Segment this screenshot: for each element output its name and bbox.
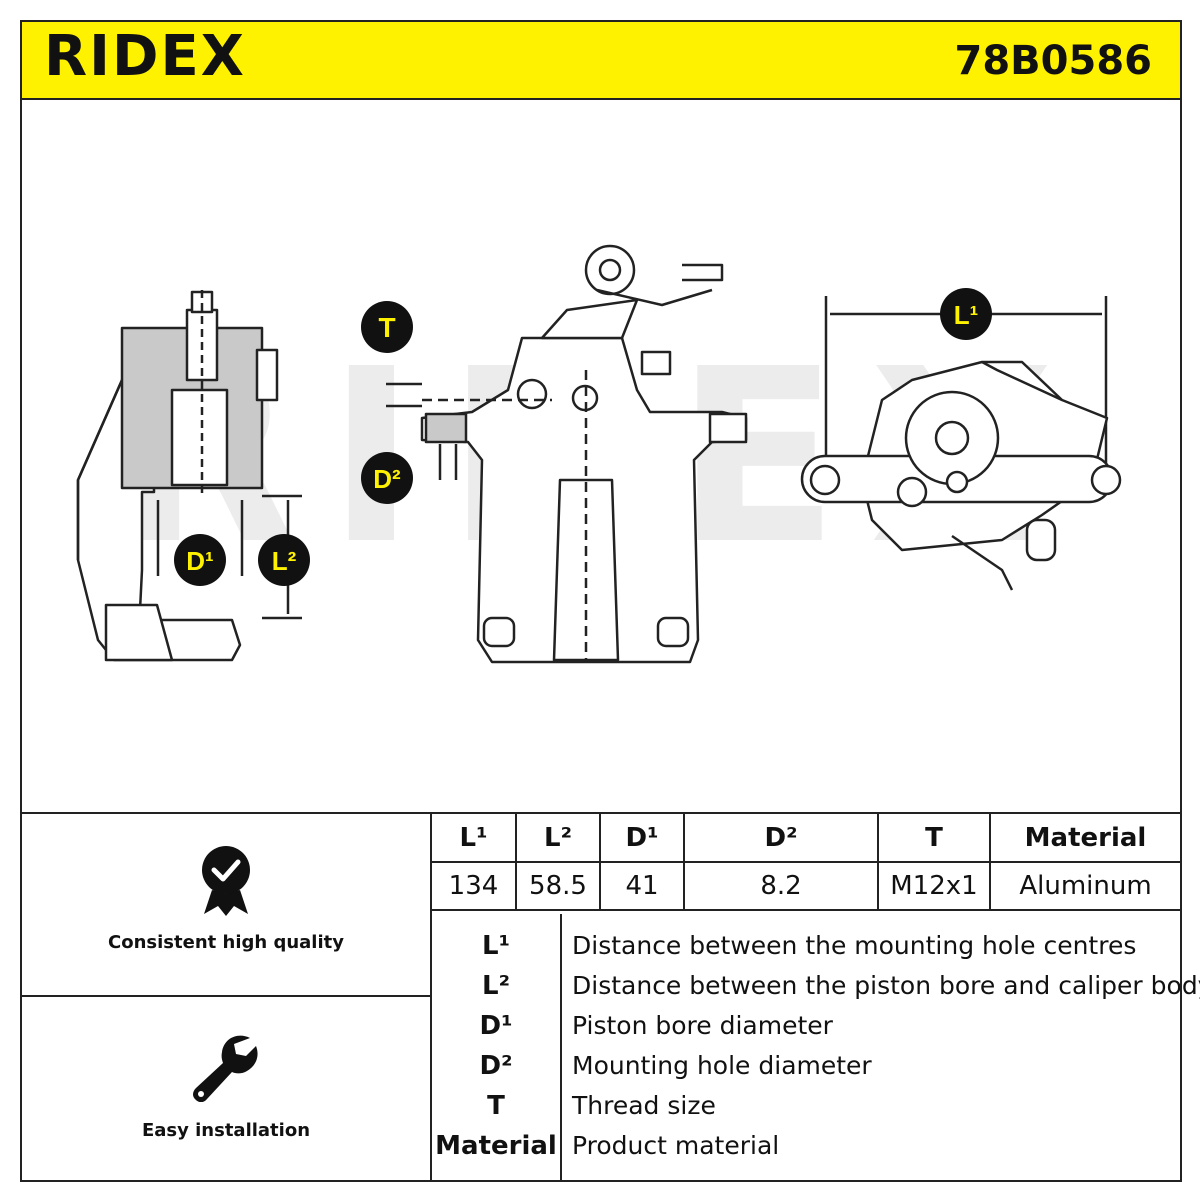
legend-item: L² Distance between the piston bore and … (432, 966, 1200, 1006)
legend-item: T Thread size (432, 1086, 1180, 1126)
feature-quality: Consistent high quality (22, 842, 430, 953)
spec-header-d2: D² (683, 814, 878, 863)
caliper-front-view (386, 244, 748, 664)
legend-symbol: D¹ (479, 1011, 513, 1041)
feature-divider (20, 995, 432, 997)
legend-description: Mounting hole diameter (572, 1051, 872, 1080)
svg-text:T: T (378, 312, 395, 343)
svg-text:L²: L² (272, 546, 297, 576)
svg-text:D²: D² (373, 464, 401, 494)
quality-badge-icon (202, 846, 250, 916)
feature-label-quality: Consistent high quality (108, 932, 344, 953)
spec-value-d2: 8.2 (683, 862, 878, 911)
spec-value-l2: 58.5 (515, 862, 600, 911)
legend-item: D² Mounting hole diameter (432, 1046, 1180, 1086)
caliper-side-view (76, 290, 302, 662)
technical-drawing: RIDEX (22, 100, 1180, 812)
legend-symbol: L² (482, 971, 510, 1001)
badge-T: T (361, 301, 413, 353)
spec-value-l1: 134 (432, 862, 516, 911)
legend-description: Distance between the piston bore and cal… (572, 971, 1200, 1000)
svg-text:L¹: L¹ (954, 300, 979, 330)
spec-table: L¹ L² D¹ D² T Material 134 58.5 41 8.2 M… (432, 814, 1180, 911)
spec-header-t: T (877, 814, 990, 863)
column-divider (430, 812, 432, 1182)
legend-description: Thread size (572, 1091, 716, 1120)
spec-header-material: Material (989, 814, 1180, 863)
legend-description: Product material (572, 1131, 780, 1160)
spec-header-row: L¹ L² D¹ D² T Material (432, 814, 1180, 863)
spec-value-material: Aluminum (989, 862, 1180, 911)
legend-item: Material Product material (432, 1126, 1180, 1166)
feature-label-installation: Easy installation (141, 1120, 311, 1141)
dimension-legend: L¹ Distance between the mounting hole ce… (432, 914, 1200, 1166)
legend-symbol: Material (435, 1131, 557, 1161)
legend-description: Piston bore diameter (572, 1011, 833, 1040)
badge-L1: L¹ (940, 288, 992, 340)
badge-D2: D² (361, 452, 413, 504)
legend-item: D¹ Piston bore diameter (432, 1006, 1180, 1046)
header-bar: RIDEX 78B0586 (20, 20, 1182, 100)
legend-item: L¹ Distance between the mounting hole ce… (432, 926, 1180, 966)
spec-value-row: 134 58.5 41 8.2 M12x1 Aluminum (432, 862, 1180, 911)
legend-divider (560, 914, 562, 1182)
feature-installation: Easy installation (22, 1030, 430, 1141)
wrench-icon (193, 1035, 258, 1102)
legend-symbol: D² (479, 1051, 513, 1081)
badge-D1: D¹ (174, 534, 226, 586)
spec-header-d1: D¹ (599, 814, 684, 863)
svg-text:D¹: D¹ (186, 546, 213, 576)
section-divider (20, 812, 1182, 814)
legend-symbol: T (487, 1091, 505, 1121)
spec-header-l1: L¹ (432, 814, 516, 863)
caliper-drawing-svg: RIDEX (76, 244, 1122, 664)
caliper-rear-view (800, 296, 1122, 591)
spec-header-l2: L² (515, 814, 600, 863)
legend-symbol: L¹ (482, 931, 510, 961)
part-number: 78B0586 (954, 38, 1152, 84)
legend-description: Distance between the mounting hole centr… (572, 931, 1137, 960)
spec-value-d1: 41 (599, 862, 684, 911)
badge-L2: L² (258, 534, 310, 586)
spec-value-t: M12x1 (877, 862, 990, 911)
brand-logo: RIDEX (44, 24, 246, 89)
